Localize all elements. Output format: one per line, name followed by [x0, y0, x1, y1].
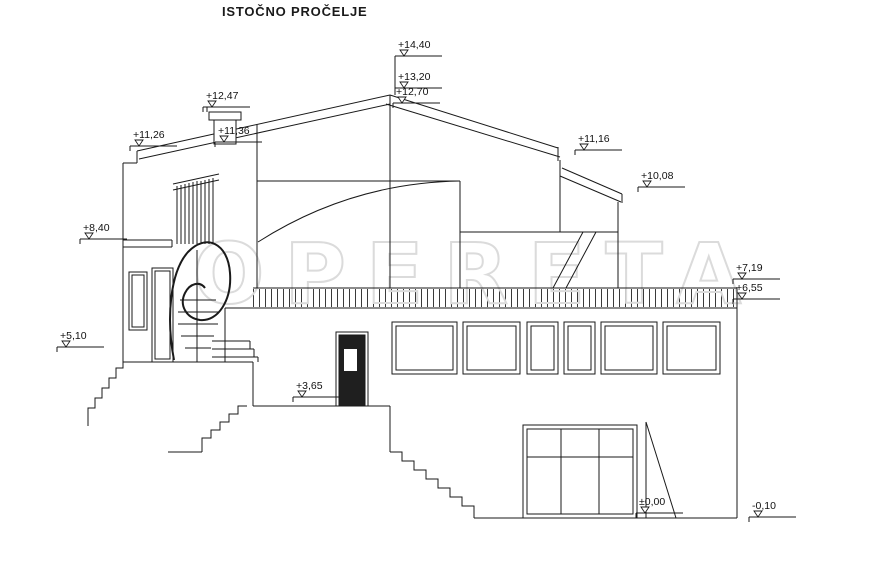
level-marker-14-40: +14,40	[394, 39, 442, 61]
svg-text:+11,36: +11,36	[218, 125, 250, 137]
svg-text:+3,65: +3,65	[296, 380, 323, 392]
basement-ramp	[645, 421, 677, 519]
level-marker-5-10: +5,10	[56, 330, 104, 352]
stairs-right	[390, 451, 475, 518]
stair-rails	[172, 173, 220, 191]
pergola-rafter-band	[253, 289, 737, 307]
building-outline	[122, 56, 738, 519]
drawing-title: ISTOČNO PROČELJE	[222, 4, 368, 19]
spiral-curve	[169, 241, 232, 361]
svg-text:+6,55: +6,55	[736, 282, 763, 294]
basement	[522, 421, 677, 519]
left-block-openings	[128, 267, 174, 363]
svg-text:+11,26: +11,26	[133, 129, 165, 141]
roof-lines	[123, 94, 623, 203]
level-marker-10-08: +10,08	[637, 170, 685, 192]
svg-text:+5,10: +5,10	[60, 330, 87, 342]
stair-balusters	[176, 178, 214, 244]
left-door	[151, 267, 174, 363]
spiral-treads	[178, 299, 220, 349]
level-marker-minus-0-10: -0,10	[748, 500, 796, 522]
stairs-middle	[168, 405, 247, 453]
svg-text:+14,40: +14,40	[398, 39, 431, 51]
landing-steps	[212, 340, 259, 362]
svg-text:+13,20: +13,20	[398, 71, 431, 83]
window-2	[462, 321, 521, 375]
ground-floor-windows	[391, 321, 721, 375]
level-marker-6-55: +6,55	[732, 282, 780, 304]
window-5	[600, 321, 658, 375]
window-1	[391, 321, 458, 375]
svg-text:±0,00: ±0,00	[639, 496, 665, 508]
chimney	[208, 111, 242, 145]
svg-text:+7,19: +7,19	[736, 262, 763, 274]
band-lines	[225, 287, 737, 309]
basement-window	[522, 424, 638, 519]
level-marker-8-40: +8,40	[79, 222, 127, 244]
dimension-leaders	[206, 56, 396, 112]
svg-text:+12,47: +12,47	[206, 90, 239, 102]
balcony-slab	[123, 239, 173, 248]
level-marker-11-26: +11,26	[129, 129, 177, 151]
level-marker-11-16: +11,16	[574, 133, 622, 155]
spiral-staircase	[169, 173, 259, 362]
svg-text:+12,70: +12,70	[396, 86, 429, 98]
exterior-stairs	[87, 362, 475, 518]
window-4	[563, 321, 596, 375]
window-3	[526, 321, 559, 375]
level-marker-13-20: +13,20	[394, 71, 442, 93]
svg-text:+8,40: +8,40	[83, 222, 110, 234]
svg-text:+11,16: +11,16	[578, 133, 610, 145]
level-marker-0-00: ±0,00	[635, 496, 683, 518]
level-marker-12-47: +12,47	[202, 90, 250, 112]
svg-text:-0,10: -0,10	[752, 500, 776, 512]
level-marker-3-65: +3,65	[292, 380, 340, 402]
door-window	[344, 349, 357, 371]
window-6	[662, 321, 721, 375]
level-marker-7-19: +7,19	[732, 262, 780, 284]
left-window	[128, 271, 148, 331]
level-markers: +14,40 +13,20 +12,70 +12,47 +11,36 +11,2…	[56, 39, 796, 522]
level-marker-12-70: +12,70	[392, 86, 440, 108]
arched-canopy	[257, 180, 461, 243]
stairs-left	[87, 362, 124, 426]
svg-text:+10,08: +10,08	[641, 170, 674, 182]
level-marker-11-36: +11,36	[214, 125, 262, 147]
watermark-text: OPERETA	[193, 225, 761, 323]
entrance-door	[335, 331, 369, 407]
